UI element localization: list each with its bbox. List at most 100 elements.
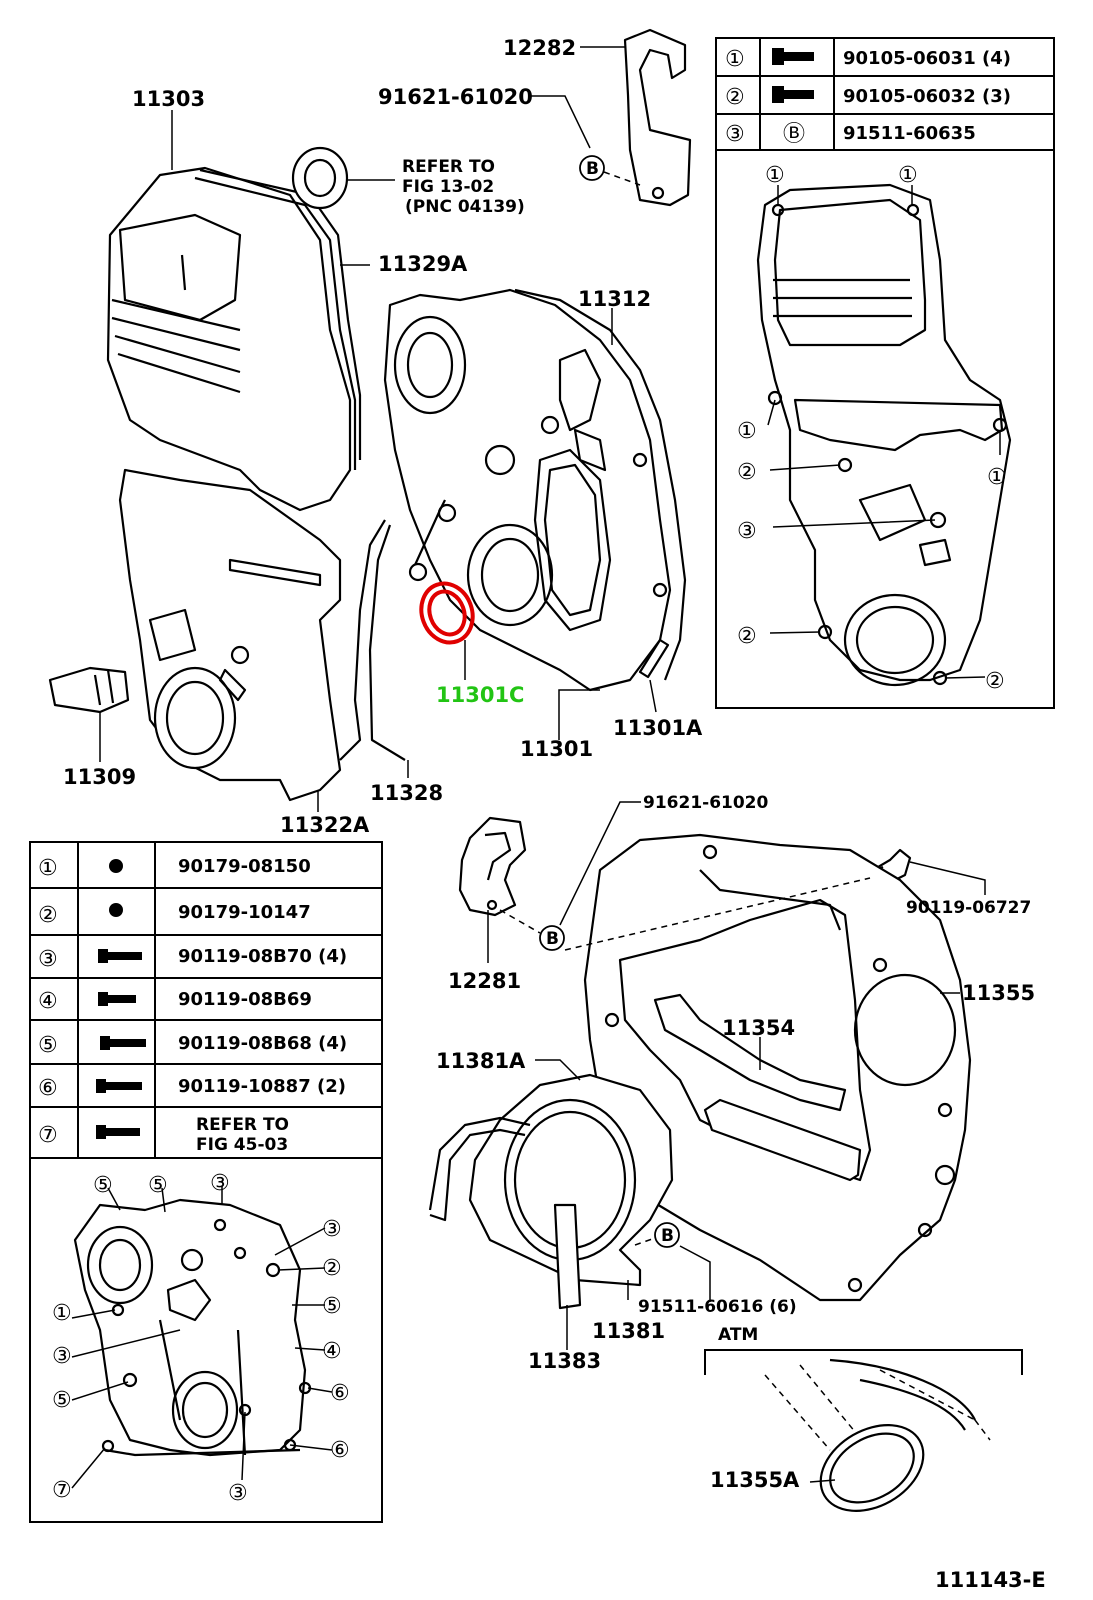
oil-pump-housing-11301[interactable] bbox=[383, 288, 672, 692]
table-top-rows: ① ② ③ Ⓑ 90105-06031 (4) 90105-06032 (3) … bbox=[725, 47, 1011, 147]
b-mark: B bbox=[546, 929, 559, 949]
bolt-icon bbox=[98, 949, 142, 963]
engine-hanger-12281[interactable] bbox=[458, 816, 527, 917]
label-refer-3: (PNC 04139) bbox=[405, 197, 525, 217]
inset-left-marks: ⑤ ⑤ ③ ③ ② ⑤ ① ④ ③ ⑥ ⑤ ⑥ ⑦ ③ bbox=[52, 1171, 350, 1506]
label-11355A: 11355A bbox=[710, 1468, 800, 1492]
atm-insert bbox=[704, 1349, 1023, 1451]
b-icon: Ⓑ bbox=[783, 122, 805, 147]
table-left-part: 90119-10887 (2) bbox=[178, 1076, 346, 1097]
label-11354: 11354 bbox=[722, 1016, 795, 1040]
bolt-icon bbox=[98, 992, 136, 1006]
table-top-num: ② bbox=[725, 85, 745, 110]
bolt-icon bbox=[96, 1125, 140, 1139]
table-left-part: 90119-08B70 (4) bbox=[178, 946, 347, 967]
mark-6: ⑥ bbox=[330, 1438, 350, 1463]
gasket-11312[interactable] bbox=[514, 288, 687, 681]
table-top-num: ① bbox=[725, 47, 745, 72]
diagram-id: 111143-E bbox=[935, 1568, 1046, 1592]
mark-1: ① bbox=[898, 163, 918, 188]
oil-seal-11301C-highlight[interactable] bbox=[413, 576, 481, 649]
engine-hanger-12282[interactable] bbox=[623, 28, 692, 207]
gasket-11355A[interactable] bbox=[805, 1408, 938, 1529]
dust-plate-lower[interactable] bbox=[703, 1098, 862, 1182]
label-atm: ATM bbox=[718, 1325, 758, 1345]
timing-belt-cover-upper[interactable] bbox=[106, 166, 362, 512]
mark-6: ⑥ bbox=[330, 1381, 350, 1406]
timing-belt-cover-lower[interactable] bbox=[118, 468, 342, 802]
label-refer-2: FIG 13-02 bbox=[402, 177, 494, 197]
table-left-part: REFER TO bbox=[196, 1115, 289, 1135]
table-left-num: ③ bbox=[38, 947, 58, 972]
mark-7: ⑦ bbox=[52, 1478, 72, 1503]
inset-top-right bbox=[715, 37, 1055, 709]
bolt-b-marks: B B B bbox=[539, 155, 680, 1248]
label-12281: 12281 bbox=[448, 969, 521, 993]
nut-icon bbox=[109, 903, 123, 917]
label-11301C: 11301C bbox=[436, 683, 524, 707]
label-11328: 11328 bbox=[370, 781, 443, 805]
mark-5: ⑤ bbox=[93, 1173, 113, 1198]
label-11312: 11312 bbox=[578, 287, 651, 311]
label-11322A: 11322A bbox=[280, 813, 370, 837]
leader-lines bbox=[99, 46, 986, 1483]
bolt-head bbox=[437, 503, 457, 523]
mark-5: ⑤ bbox=[148, 1173, 168, 1198]
oil-seal-refer[interactable] bbox=[291, 146, 349, 210]
mark-1: ① bbox=[52, 1301, 72, 1326]
sensor-11309[interactable] bbox=[48, 666, 130, 714]
mark-4: ④ bbox=[322, 1339, 342, 1364]
bolt-head bbox=[408, 562, 428, 582]
table-left-num: ② bbox=[38, 903, 58, 928]
rear-oil-seal-retainer-11381[interactable] bbox=[468, 1073, 674, 1287]
label-11309: 11309 bbox=[63, 765, 136, 789]
mark-1: ① bbox=[737, 419, 757, 444]
label-refer-1: REFER TO bbox=[402, 157, 495, 177]
table-top-part: 90105-06031 (4) bbox=[843, 48, 1011, 69]
inset-top-marks: ① ① ① ② ① ③ ② ② bbox=[737, 163, 1007, 694]
label-11301A: 11301A bbox=[613, 716, 703, 740]
label-11355: 11355 bbox=[962, 981, 1035, 1005]
table-left-part-2: FIG 45-03 bbox=[196, 1135, 288, 1155]
table-left-num: ⑦ bbox=[38, 1123, 58, 1148]
nut-icon bbox=[109, 859, 123, 873]
gasket-11328[interactable] bbox=[339, 519, 406, 761]
gasket-11381A[interactable] bbox=[428, 1116, 531, 1222]
b-mark: B bbox=[586, 159, 599, 179]
table-top-num: ③ bbox=[725, 122, 745, 147]
mark-2: ② bbox=[985, 669, 1005, 694]
table-left-num: ① bbox=[38, 856, 58, 881]
table-left-part: 90119-08B69 bbox=[178, 989, 312, 1010]
dust-plate-11354[interactable] bbox=[653, 993, 847, 1112]
label-11303: 11303 bbox=[132, 87, 205, 111]
mark-3: ③ bbox=[210, 1171, 230, 1196]
table-left-rows: ① ② ③ ④ ⑤ ⑥ ⑦ 90179-08150 90179-10147 90… bbox=[38, 856, 347, 1155]
table-left-part: 90119-08B68 (4) bbox=[178, 1033, 347, 1054]
mark-2: ② bbox=[737, 460, 757, 485]
label-90119-06727: 90119-06727 bbox=[906, 898, 1031, 918]
label-11381: 11381 bbox=[592, 1319, 665, 1343]
label-11301: 11301 bbox=[520, 737, 593, 761]
mark-5: ⑤ bbox=[322, 1294, 342, 1319]
inset-left bbox=[29, 841, 383, 1523]
table-left-num: ⑤ bbox=[38, 1033, 58, 1058]
label-91511-60616: 91511-60616 (6) bbox=[638, 1297, 797, 1317]
bolt-icon bbox=[772, 48, 814, 65]
oil-seal-11383[interactable] bbox=[553, 1203, 582, 1310]
mark-3: ③ bbox=[322, 1217, 342, 1242]
label-11383: 11383 bbox=[528, 1349, 601, 1373]
label-12282: 12282 bbox=[503, 36, 576, 60]
mark-5: ⑤ bbox=[52, 1388, 72, 1413]
table-top-part: 90105-06032 (3) bbox=[843, 86, 1011, 107]
table-left-part: 90179-10147 bbox=[178, 902, 311, 923]
mark-3: ③ bbox=[52, 1344, 72, 1369]
bolt-icon bbox=[772, 86, 814, 103]
mark-3: ③ bbox=[228, 1481, 248, 1506]
b-mark: B bbox=[661, 1226, 674, 1246]
mark-2: ② bbox=[737, 624, 757, 649]
bolt-icon bbox=[100, 1036, 146, 1050]
drive-plate-housing-11355[interactable] bbox=[583, 833, 972, 1302]
mark-3: ③ bbox=[737, 519, 757, 544]
pin-11301A[interactable] bbox=[638, 638, 670, 679]
